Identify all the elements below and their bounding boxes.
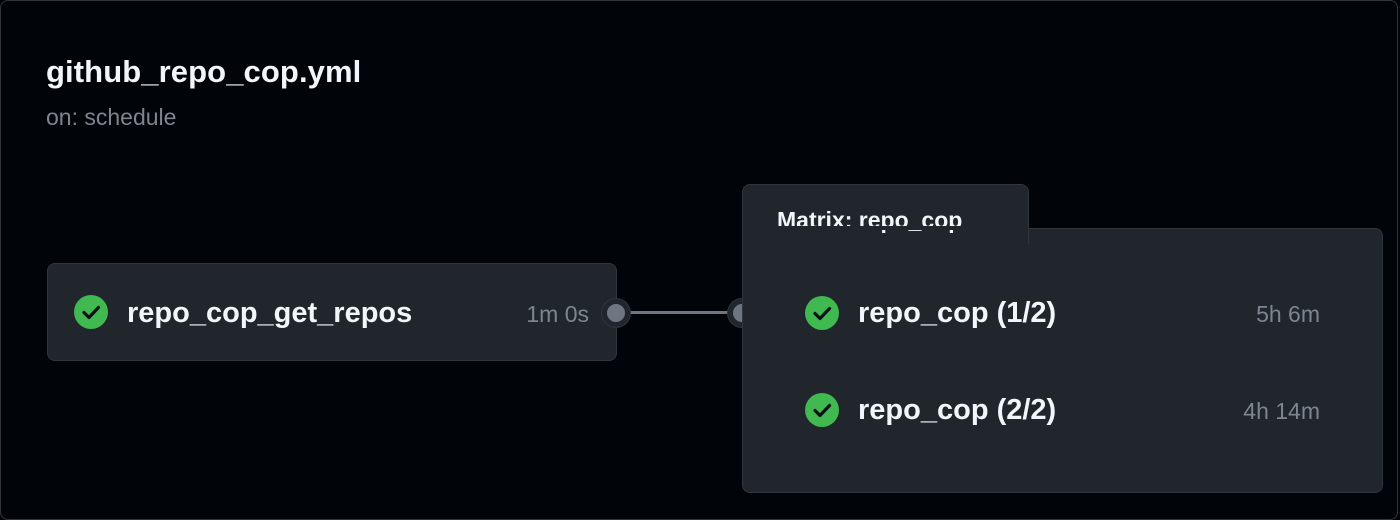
- workflow-trigger: on: schedule: [46, 104, 177, 130]
- matrix-header-joint: [743, 226, 1028, 230]
- workflow-file-title[interactable]: github_repo_cop.yml: [46, 54, 362, 89]
- matrix-group-header: Matrix: repo_cop: [742, 184, 1029, 244]
- job-name: repo_cop (1/2): [858, 297, 1057, 329]
- job-name: repo_cop_get_repos: [127, 297, 413, 329]
- job-duration: 4h 14m: [1243, 398, 1320, 424]
- job-name: repo_cop (2/2): [858, 394, 1057, 426]
- check-circle-icon: [74, 295, 108, 329]
- job-dependency-connector: [628, 311, 736, 314]
- job-duration: 5h 6m: [1256, 301, 1320, 327]
- check-circle-icon: [805, 296, 839, 330]
- matrix-job-row[interactable]: repo_cop (1/2) 5h 6m: [742, 270, 1383, 358]
- job-card-repo-cop-get-repos[interactable]: repo_cop_get_repos 1m 0s: [47, 263, 617, 361]
- job-duration: 1m 0s: [526, 301, 589, 327]
- matrix-job-row[interactable]: repo_cop (2/2) 4h 14m: [742, 367, 1383, 455]
- check-circle-icon: [805, 393, 839, 427]
- matrix-group-body: [742, 228, 1383, 493]
- job-output-port: [602, 299, 630, 327]
